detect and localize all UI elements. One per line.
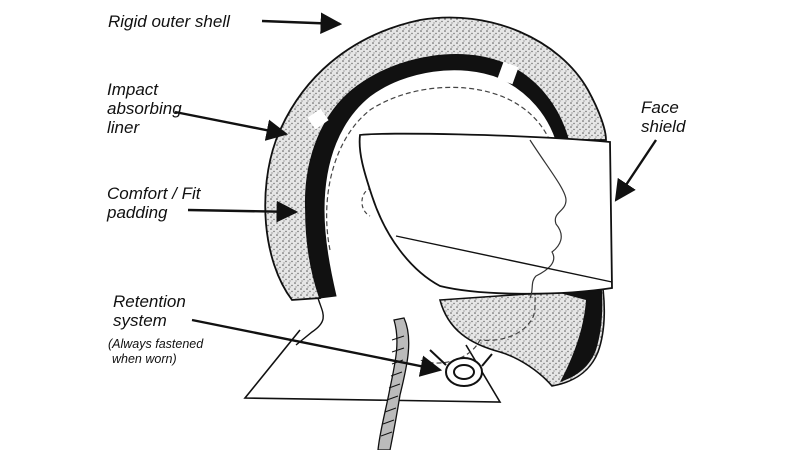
label-padding-line: Comfort / Fit	[107, 184, 201, 203]
mannequin-neck	[295, 297, 324, 346]
arrow-retention	[191, 318, 443, 377]
liner-gap	[497, 61, 519, 85]
label-retention-note: (Always fastened when worn)	[108, 337, 203, 367]
label-padding-line: padding	[107, 203, 168, 222]
chin-bar	[438, 268, 606, 387]
arrow-padding	[187, 200, 299, 223]
label-outer-shell: Rigid outer shell	[108, 12, 230, 31]
retention-strap	[377, 317, 410, 450]
label-liner-line: Impact	[107, 80, 159, 99]
label-liner-line: liner	[107, 118, 140, 137]
label-retention-line: Retention	[113, 292, 186, 311]
arrow-liner	[174, 110, 289, 141]
arrow-face-shield	[614, 139, 657, 202]
face-profile	[529, 139, 567, 299]
liner-gap	[307, 108, 329, 130]
chin-liner	[556, 270, 603, 382]
label-retention: Retention system	[113, 292, 186, 330]
label-face-shield: Face shield	[641, 98, 685, 136]
label-face-shield-line: shield	[641, 117, 686, 136]
label-retention-line: system	[113, 311, 167, 330]
face-shield	[358, 132, 613, 295]
strap-texture	[380, 335, 405, 437]
label-face-shield-line: Face	[641, 98, 679, 117]
label-liner-line: absorbing	[107, 99, 182, 118]
label-liner: Impact absorbing liner	[107, 80, 182, 137]
buckle-icon	[429, 349, 493, 387]
shield-edge	[395, 235, 613, 283]
display-stand	[243, 329, 502, 403]
label-retention-note-line: when worn)	[112, 352, 177, 366]
label-padding: Comfort / Fit padding	[107, 184, 201, 222]
label-retention-note-line: (Always fastened	[108, 337, 204, 351]
arrow-outer-shell	[261, 12, 343, 35]
